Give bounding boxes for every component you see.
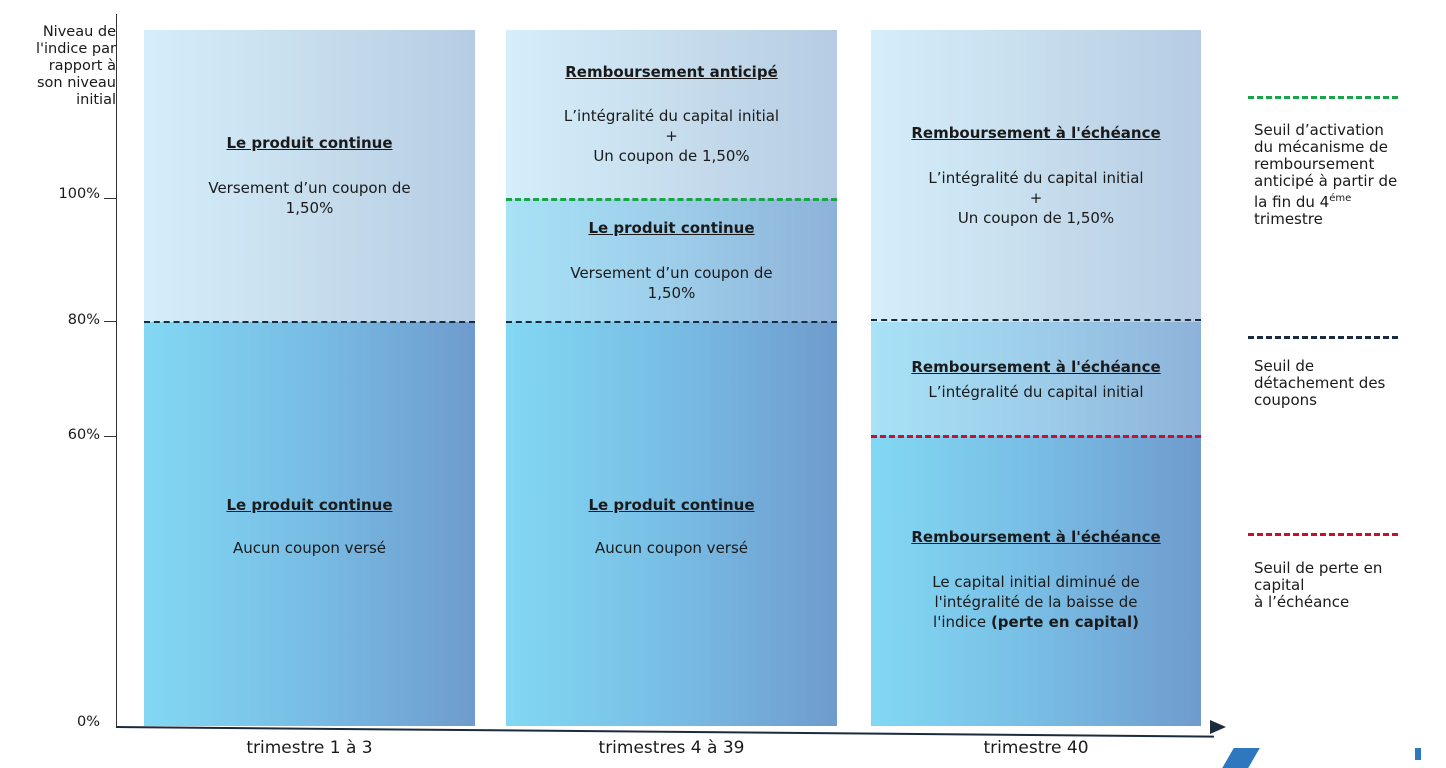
y-axis-line bbox=[116, 14, 117, 727]
column-quarters-4-39: Remboursement anticipé L’intégralité du … bbox=[506, 30, 837, 726]
tick-mark-80 bbox=[104, 321, 116, 322]
zone-text: Versement d’un coupon de 1,50% bbox=[208, 179, 411, 217]
legend-text-early-redemption: Seuil d’activation du mécanisme de rembo… bbox=[1254, 121, 1398, 228]
legend-text-capital-loss: Seuil de perte en capital à l’échéance bbox=[1254, 559, 1383, 611]
zone-text: L’intégralité du capital initial + Un co… bbox=[563, 107, 780, 165]
x-label-quarters-1-3: trimestre 1 à 3 bbox=[246, 738, 373, 758]
y-axis-title: Niveau de l'indice par rapport à son niv… bbox=[35, 24, 116, 108]
early-redemption-threshold-line bbox=[506, 198, 837, 201]
logo-mark-icon bbox=[1415, 748, 1421, 760]
zone-heading: Remboursement à l'échéance bbox=[911, 124, 1161, 142]
column-quarters-1-3: Le produit continue Versement d’un coupo… bbox=[144, 30, 475, 726]
zone-lower: Le produit continue Aucun coupon versé bbox=[144, 322, 475, 726]
legend-line-coupon bbox=[1248, 336, 1398, 339]
tick-label-80: 80% bbox=[67, 312, 100, 328]
tick-label-100: 100% bbox=[58, 186, 100, 202]
zone-lower: Remboursement à l'échéance Le capital in… bbox=[871, 436, 1201, 726]
zone-top: Remboursement à l'échéance L’intégralité… bbox=[871, 30, 1201, 322]
x-axis-line bbox=[115, 726, 1214, 738]
legend-line-early-redemption bbox=[1248, 96, 1398, 99]
tick-mark-60 bbox=[104, 436, 116, 437]
zone-heading: Le produit continue bbox=[226, 134, 393, 152]
column-quarter-40: Remboursement à l'échéance L’intégralité… bbox=[871, 30, 1201, 726]
zone-lower: Le produit continue Aucun coupon versé bbox=[506, 322, 837, 726]
tick-label-60: 60% bbox=[67, 427, 100, 443]
zone-upper: Le produit continue Versement d’un coupo… bbox=[144, 30, 475, 322]
zone-heading: Remboursement anticipé bbox=[565, 63, 778, 81]
tick-label-0: 0% bbox=[76, 714, 100, 730]
tick-mark-100 bbox=[104, 198, 116, 199]
coupon-threshold-line bbox=[871, 319, 1201, 321]
coupon-threshold-line bbox=[144, 321, 475, 323]
zone-text: Le capital initial diminué de l'intégral… bbox=[932, 573, 1140, 631]
coupon-threshold-line bbox=[506, 321, 837, 323]
x-axis-arrow-icon bbox=[1210, 720, 1226, 734]
x-label-quarters-4-39: trimestres 4 à 39 bbox=[598, 738, 745, 758]
zone-upper: Remboursement à l'échéance L’intégralité… bbox=[871, 322, 1201, 436]
zone-upper: Le produit continue Versement d’un coupo… bbox=[506, 199, 837, 322]
zone-heading: Le produit continue bbox=[588, 496, 755, 514]
zone-text: L’intégralité du capital initial + Un co… bbox=[928, 169, 1144, 227]
zone-text: Aucun coupon versé bbox=[594, 539, 749, 557]
zone-top: Remboursement anticipé L’intégralité du … bbox=[506, 30, 837, 199]
logo-icon bbox=[1222, 748, 1260, 768]
zone-heading: Remboursement à l'échéance bbox=[911, 528, 1161, 546]
zone-text: Versement d’un coupon de 1,50% bbox=[570, 264, 773, 302]
zone-heading: Remboursement à l'échéance bbox=[911, 358, 1161, 376]
zone-heading: Le produit continue bbox=[588, 219, 755, 237]
zone-text: Aucun coupon versé bbox=[232, 539, 387, 557]
legend-line-capital-loss bbox=[1248, 533, 1398, 536]
capital-loss-threshold-line bbox=[871, 435, 1201, 438]
zone-heading: Le produit continue bbox=[226, 496, 393, 514]
zone-text: L’intégralité du capital initial bbox=[928, 383, 1144, 401]
x-label-quarter-40: trimestre 40 bbox=[983, 738, 1089, 758]
legend-text-coupon: Seuil de détachement des coupons bbox=[1254, 357, 1386, 409]
